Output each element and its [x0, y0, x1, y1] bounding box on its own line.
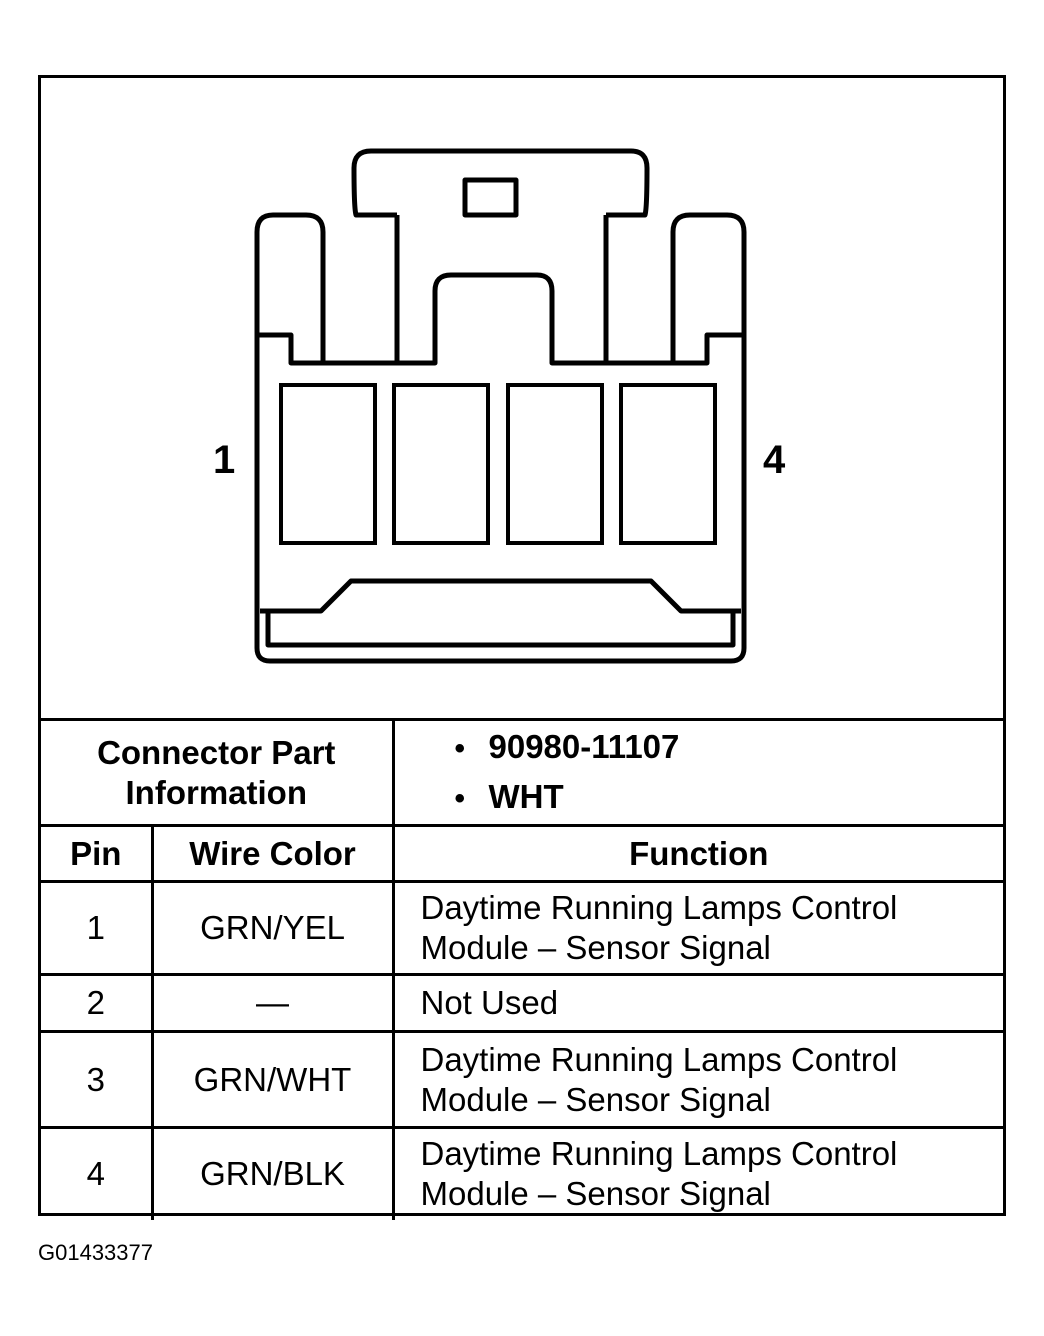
table-row: 3 GRN/WHT Daytime Running Lamps Control …: [41, 1030, 1003, 1129]
cavity-1: [279, 383, 377, 545]
function-line1: Daytime Running Lamps Control: [420, 1135, 898, 1173]
figure-id: G01433377: [38, 1240, 153, 1265]
connector-drawing: [254, 148, 747, 664]
pin-cell: 2: [41, 973, 154, 1033]
function-cell: Daytime Running Lamps Control Module – S…: [391, 1126, 1003, 1220]
table-row: 4 GRN/BLK Daytime Running Lamps Control …: [41, 1126, 1003, 1220]
pin-cell: 1: [41, 880, 154, 976]
connector-frame: 1 4 Connector Part Information 90980-111…: [38, 75, 1006, 1220]
pin-1-label: 1: [213, 438, 236, 482]
wire-color-cell: —: [150, 973, 395, 1033]
bottom-rail: [265, 611, 736, 648]
function-cell: Daytime Running Lamps Control Module – S…: [391, 880, 1003, 976]
function-cell: Not Used: [391, 973, 1003, 1033]
wire-color-cell: GRN/YEL: [150, 880, 395, 976]
column-header-wire-color: Wire Color: [150, 824, 395, 883]
connector-body: [254, 212, 747, 664]
part-number: 90980-11107: [455, 723, 1004, 773]
part-info-label: Connector Part Information: [41, 718, 395, 827]
pinout-table: Connector Part Information 90980-11107 W…: [41, 718, 1003, 1220]
connector-ledge: [257, 332, 744, 366]
part-info-values: 90980-11107 WHT: [391, 718, 1004, 827]
function-line1: Daytime Running Lamps Control: [420, 1040, 898, 1078]
wire-color-cell: GRN/WHT: [150, 1030, 395, 1129]
cavity-4: [619, 383, 717, 545]
connector-diagram: 1 4: [41, 78, 1003, 718]
pin-cell: 3: [41, 1030, 154, 1129]
function-line2: Module – Sensor Signal: [420, 1080, 771, 1118]
header-row: Pin Wire Color Function: [41, 824, 1003, 883]
table-row: 1 GRN/YEL Daytime Running Lamps Control …: [41, 880, 1003, 976]
function-line2: Module – Sensor Signal: [420, 1175, 771, 1213]
cavity-3: [506, 383, 604, 545]
bottom-latch: [260, 578, 741, 614]
part-info-row: Connector Part Information 90980-11107 W…: [41, 718, 1004, 827]
cavity-2: [392, 383, 490, 545]
pin-cell: 4: [41, 1126, 154, 1220]
function-cell: Daytime Running Lamps Control Module – S…: [391, 1030, 1003, 1129]
function-line2: Module – Sensor Signal: [420, 929, 771, 966]
column-header-pin: Pin: [41, 824, 154, 883]
lock-tab: [351, 148, 650, 218]
connector-color: WHT: [455, 773, 1004, 823]
wire-color-cell: GRN/BLK: [150, 1126, 395, 1220]
center-key: [397, 272, 606, 366]
table-row: 2 — Not Used: [41, 973, 1003, 1033]
lock-nub: [462, 177, 519, 218]
column-header-function: Function: [391, 824, 1003, 883]
pin-4-label: 4: [763, 438, 786, 482]
part-info-label-line2: Information: [125, 773, 307, 811]
part-info-label-line1: Connector Part: [97, 733, 336, 771]
function-line1: Daytime Running Lamps Control: [420, 889, 898, 926]
function-line1: Not Used: [420, 984, 559, 1021]
